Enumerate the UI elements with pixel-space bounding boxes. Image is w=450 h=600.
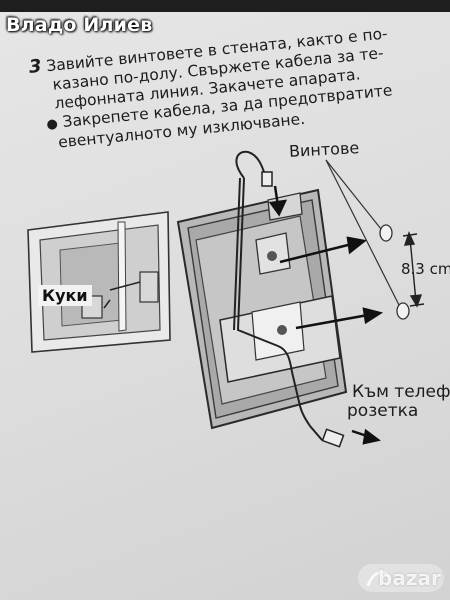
lower-hook-hole (277, 325, 287, 335)
hooks-label: Куки (38, 285, 92, 306)
cable-plug-bottom (321, 428, 345, 448)
screw-leader-lines (325, 159, 401, 308)
top-dark-strip (0, 0, 450, 12)
hook-detail-upper (139, 271, 159, 303)
direction-arrows (268, 185, 384, 445)
phone-base (176, 188, 348, 430)
bazar-logo-text: bazar (378, 566, 441, 590)
upper-hook-hole (267, 251, 277, 261)
bazar-logo-icon (358, 564, 444, 592)
distance-label: 8.3 cm (401, 260, 450, 278)
screw-upper (379, 224, 393, 242)
hooks-detail-inset (27, 211, 171, 353)
screw-lower (396, 302, 410, 320)
dimension-line (402, 231, 425, 308)
seller-name-watermark: Владо Илиев (6, 14, 153, 36)
cable-plug-top (261, 171, 273, 187)
destination-label-line-2: розетка (347, 401, 419, 421)
telephone-cable (233, 150, 323, 441)
screws-label: Винтове (288, 138, 360, 161)
destination-label-line-1: Към телеф (352, 382, 450, 402)
